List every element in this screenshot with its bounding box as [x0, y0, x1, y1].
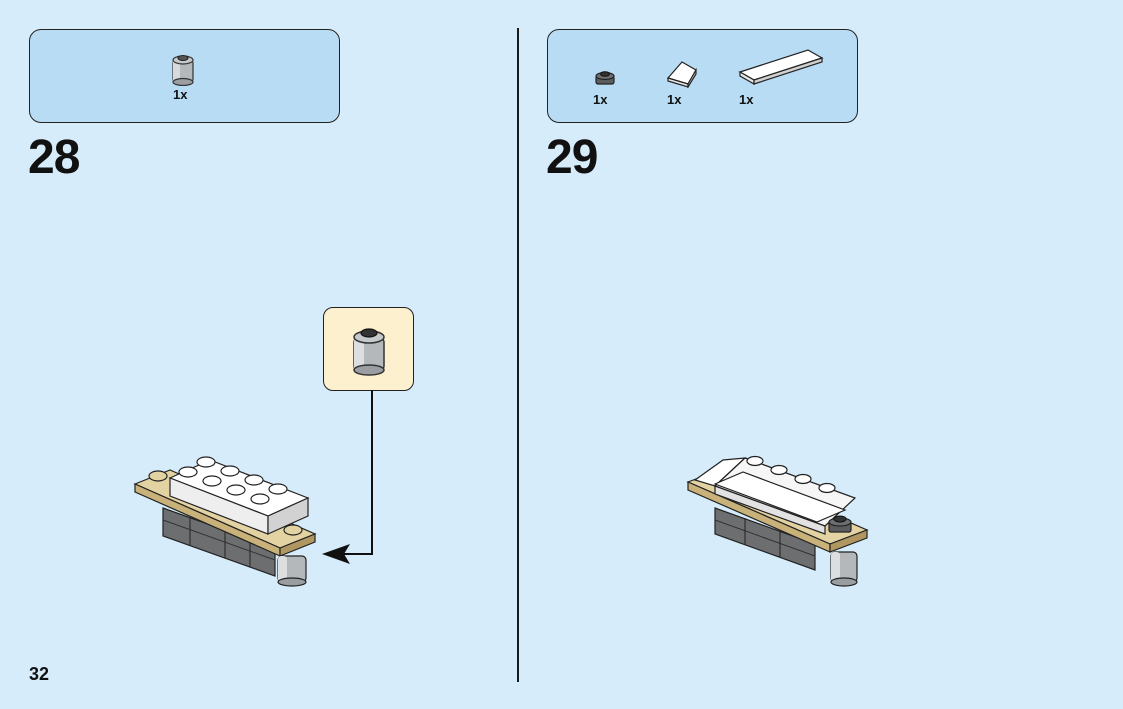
step-number: 29	[546, 131, 598, 184]
part-qty: 1x	[667, 92, 682, 107]
step-number: 28	[28, 131, 80, 184]
model-assembly-step-28	[133, 456, 317, 587]
sub-assembly-callout	[323, 307, 414, 391]
round-brick-1x1-light-gray-icon	[171, 52, 195, 86]
parts-list-step-29: 1x 1x 1x	[547, 29, 858, 123]
round-plate-1x1-dark-gray-icon	[594, 70, 616, 88]
page-divider	[517, 28, 519, 682]
part-qty: 1x	[173, 87, 188, 102]
slope-1x1-white-icon	[664, 60, 700, 88]
model-assembly-step-29	[686, 455, 869, 587]
part-qty: 1x	[593, 92, 608, 107]
callout-arrow	[322, 390, 373, 564]
tile-1x4-white-icon	[736, 46, 826, 86]
page-number: 32	[29, 664, 50, 684]
part-qty: 1x	[739, 92, 754, 107]
parts-list-step-28: 1x	[29, 29, 340, 123]
round-brick-1x1-light-gray-icon	[353, 328, 385, 376]
